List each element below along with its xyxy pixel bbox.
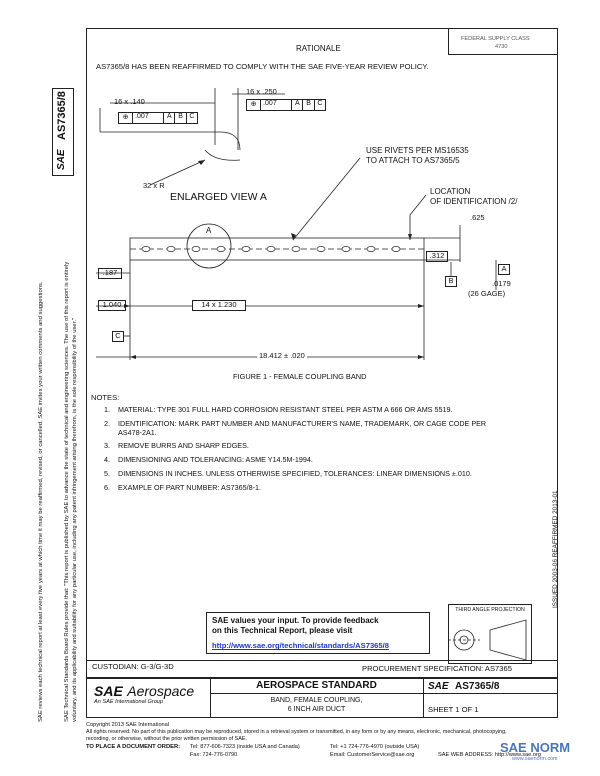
feedback-line-2: on this Technical Report, please visit [212, 625, 353, 635]
datum-c: C [112, 331, 124, 342]
note-3-num: 3. [104, 441, 110, 450]
reaffirmed-text: AS7365/8 HAS BEEN REAFFIRMED TO COMPLY W… [96, 62, 429, 71]
fsc-value: 4730 [495, 44, 508, 50]
location-note-2: OF IDENTIFICATION /2/ [430, 197, 518, 206]
note-2-num: 2. [104, 419, 110, 428]
title-divider-3 [210, 693, 558, 694]
rivet-leader [292, 157, 361, 241]
web-address: SAE WEB ADDRESS: http://www.sae.org [438, 752, 541, 758]
standard-title: AEROSPACE STANDARD [256, 680, 377, 691]
view-a-letter: A [206, 226, 212, 235]
projection-label: THIRD ANGLE PROJECTION [455, 607, 525, 613]
dim-16x140: 16 x .140 [114, 97, 145, 106]
projection-box: THIRD ANGLE PROJECTION [448, 604, 532, 664]
note-2-cont: AS478-2A1. [118, 428, 157, 437]
rights-text: All rights reserved. No part of this pub… [86, 729, 507, 735]
feedback-box: SAE values your input. To provide feedba… [206, 612, 430, 654]
logo-aerospace: Aerospace [127, 683, 195, 699]
dim-1040: 1.040 [98, 300, 126, 311]
note-1-text: MATERIAL: TYPE 301 FULL HARD CORROSION R… [118, 405, 453, 414]
arrowheads [124, 160, 424, 359]
note-6-text: EXAMPLE OF PART NUMBER: AS7365/8-1. [118, 483, 262, 492]
datum-b: B [445, 276, 457, 287]
note-4-text: DIMENSIONING AND TOLERANCING: ASME Y14.5… [118, 455, 313, 464]
fsc-label: FEDERAL SUPPLY CLASS [461, 36, 530, 42]
fcf-2-tol: .007 [261, 100, 293, 110]
part-title-line-1: BAND, FEMALE COUPLING, [270, 697, 363, 704]
fax: Fax: 724-776-0790 [190, 752, 238, 758]
dim-0179: .0179 [492, 279, 511, 288]
sheet-number: SHEET 1 OF 1 [428, 705, 479, 714]
datum-a: A [498, 264, 510, 275]
dim-18412: 18.412 ± .020 [257, 351, 307, 361]
watermark-sub: www.saenorm.com [512, 756, 558, 762]
fcf-2-datum-c: C [317, 100, 323, 107]
fsc-box: FEDERAL SUPPLY CLASS 4730 [448, 28, 558, 55]
title-divider-1 [210, 678, 211, 718]
tel-2: Tel: +1 724-776-4970 (outside USA) [330, 744, 420, 750]
slot-round [204, 149, 241, 161]
location-note-1: LOCATION [430, 187, 471, 196]
fcf-1-datum-c: C [189, 113, 195, 120]
title-block [86, 678, 558, 718]
sae-aerospace-logo: SAE Aerospace An SAE International Group [94, 683, 194, 705]
doc-number: AS7365/8 [455, 681, 500, 692]
note-5-text: DIMENSIONS IN INCHES. UNLESS OTHERWISE S… [118, 469, 472, 478]
note-5-num: 5. [104, 469, 110, 478]
rights-text-2: recording, or otherwise, without the pri… [86, 736, 247, 742]
rationale-title: RATIONALE [296, 44, 341, 53]
band-holes [141, 246, 401, 252]
dim-26gage: (26 GAGE) [468, 289, 506, 298]
custodian-row [86, 660, 558, 678]
note-1-num: 1. [104, 405, 110, 414]
fcf-1-datum-a: A [164, 113, 176, 123]
tel-1: Tel: 877-606-7323 (inside USA and Canada… [190, 744, 300, 750]
note-2-text: IDENTIFICATION: MARK PART NUMBER AND MAN… [118, 419, 487, 428]
copyright: Copyright 2013 SAE International [86, 722, 170, 728]
position-icon: ⊕ [247, 100, 262, 110]
fcf-2-datum-a: A [292, 100, 304, 110]
note-3-text: REMOVE BURRS AND SHARP EDGES. [118, 441, 249, 450]
order-label: TO PLACE A DOCUMENT ORDER: [86, 744, 181, 750]
position-icon: ⊕ [119, 113, 134, 123]
fcf-1-datum-b: B [175, 113, 187, 123]
logo-tagline: An SAE International Group [94, 699, 164, 705]
dim-16x250: 16 x .250 [246, 87, 277, 96]
watermark-main: SAE NORM [500, 740, 571, 755]
feedback-link[interactable]: http://www.sae.org/technical/standards/A… [212, 641, 389, 651]
dim-32xr: 32 x R [143, 181, 165, 190]
dim-312: .312 [426, 251, 448, 262]
note-6-num: 6. [104, 483, 110, 492]
rivets-note-1: USE RIVETS PER MS16535 [366, 146, 469, 155]
title-divider-2 [423, 678, 424, 718]
feedback-line-1: SAE values your input. To provide feedba… [212, 616, 379, 625]
fcf-1: ⊕ .007 A B C [118, 112, 198, 124]
notes-title: NOTES: [91, 393, 120, 402]
fcf-2-datum-b: B [303, 100, 315, 110]
radius-leader [149, 159, 206, 186]
enlarged-view-title: ENLARGED VIEW A [170, 191, 267, 203]
procurement-spec: PROCUREMENT SPECIFICATION: AS7365 [362, 664, 512, 673]
slot-edge [100, 131, 241, 151]
fcf-2: ⊕ .007 A B C [246, 99, 326, 111]
rivets-note-2: TO ATTACH TO AS7365/5 [366, 156, 460, 165]
part-title-line-2: 6 INCH AIR DUCT [287, 706, 346, 713]
custodian: CUSTODIAN: G-3/G-3D [92, 662, 174, 671]
note-4-num: 4. [104, 455, 110, 464]
doc-sae: SAE [428, 681, 449, 692]
location-leader [409, 194, 427, 240]
dim-187: .187 [98, 268, 122, 279]
figure-caption: FIGURE 1 - FEMALE COUPLING BAND [233, 372, 367, 381]
email: Email: CustomerService@sae.org [330, 752, 415, 758]
side-doc-box [52, 88, 74, 176]
view-a-circle [186, 223, 232, 269]
dim-14x1230: 14 x 1.230 [192, 300, 246, 311]
fcf-1-tol: .007 [133, 113, 165, 123]
dim-625: .625 [470, 213, 485, 222]
logo-sae: SAE [94, 683, 123, 699]
